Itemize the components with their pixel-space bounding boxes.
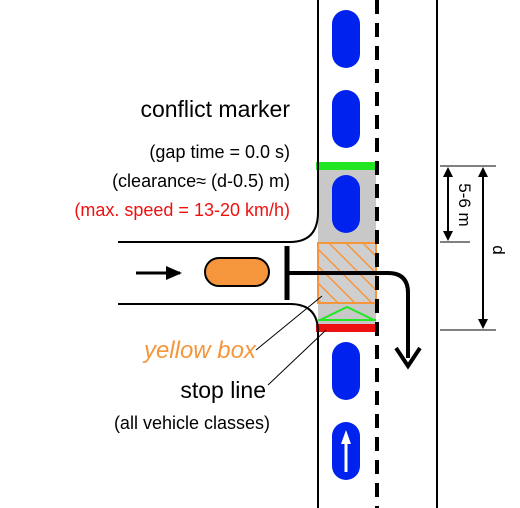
gap-time-label: (gap time = 0.0 s) <box>149 142 290 162</box>
up-arrow-icon <box>341 430 351 472</box>
blue-vehicle <box>332 175 360 233</box>
side-road-arrow-head <box>166 266 182 280</box>
orange-vehicle <box>204 257 270 287</box>
blue-vehicle <box>332 10 360 68</box>
blue-vehicle <box>332 90 360 148</box>
yellow-box-leader <box>255 295 323 351</box>
yellow-box-label: yellow box <box>142 337 257 364</box>
dim-5-6m-label: 5-6 m <box>455 183 474 226</box>
max-speed-label: (max. speed = 13-20 km/h) <box>74 200 290 220</box>
dim-d-label: d <box>489 245 508 254</box>
turning-path <box>288 271 410 358</box>
conflict-marker-label: conflict marker <box>140 96 290 122</box>
blue-vehicle <box>332 342 360 400</box>
conflict-marker-line <box>316 162 378 170</box>
road-left-edge-bottom <box>118 303 319 508</box>
clearance-label: (clearance≈ (d-0.5) m) <box>112 171 290 191</box>
all-vehicle-classes-label: (all vehicle classes) <box>114 413 270 433</box>
stop-line <box>316 324 378 332</box>
turning-path-arrowhead <box>394 346 422 370</box>
stop-line-leader <box>267 329 327 386</box>
road-left-edge-top <box>118 0 319 243</box>
stop-line-label: stop line <box>180 377 266 403</box>
green-chevron <box>319 305 375 321</box>
